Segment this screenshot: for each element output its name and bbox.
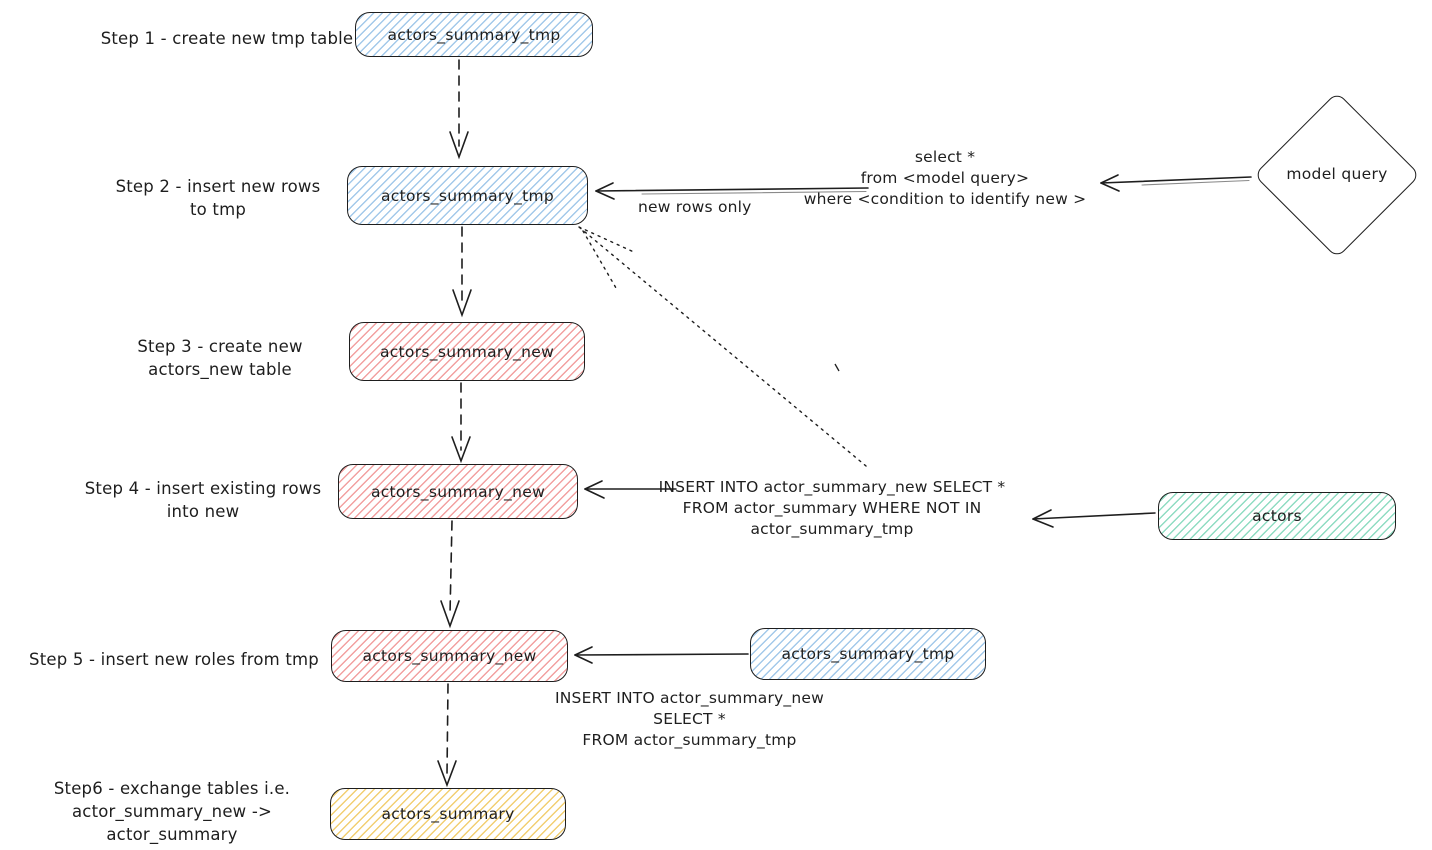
arrow-step4-to-step5 — [449, 520, 453, 615]
step4-table-box: actors_summary_new — [338, 464, 578, 519]
step4-label: Step 4 - insert existing rows into new — [84, 479, 322, 521]
actors-source-box: actors — [1158, 492, 1396, 540]
stray-tick-mark — [834, 363, 840, 372]
dotted-arrow-inserttext-to-step2-box — [578, 226, 867, 467]
step1-table-box: actors_summary_tmp — [355, 12, 593, 57]
model-select-query-text: select * from <model query> where <condi… — [803, 148, 1087, 208]
arrowhead-step4-to-step5 — [440, 600, 460, 629]
arrow-actors-to-inserttext — [1032, 509, 1156, 528]
insert-from-tmp-query-text: INSERT INTO actor_summary_new SELECT * F… — [554, 689, 825, 749]
step1-label: Step 1 - create new tmp table — [100, 29, 354, 48]
arrow-tmpsource-to-step5-box — [574, 646, 749, 664]
step3-label: Step 3 - create new actors_new table — [137, 337, 303, 379]
arrow-step5-to-step6 — [446, 683, 449, 775]
step5-label: Step 5 - insert new roles from tmp — [29, 650, 319, 669]
insert-missing-query-text: INSERT INTO actor_summary_new SELECT * F… — [658, 478, 1006, 538]
arrow-modelquery-to-text — [1100, 174, 1252, 192]
step2-table-box: actors_summary_tmp — [347, 166, 588, 225]
tmp-source-box: actors_summary_tmp — [750, 628, 986, 680]
arrowhead-step3-to-step4 — [451, 436, 471, 464]
step3-table-box: actors_summary_new — [349, 322, 585, 381]
step2-label: Step 2 - insert new rows to tmp — [115, 177, 321, 219]
arrowhead-step5-to-step6 — [437, 760, 457, 788]
new-rows-only-label: new rows only — [638, 198, 752, 216]
arrowhead-step2-to-step3 — [452, 289, 472, 318]
step6-label: Step6 - exchange tables i.e. actor_summa… — [53, 779, 291, 844]
step6-table-box: actors_summary — [330, 788, 566, 840]
step5-table-box: actors_summary_new — [331, 630, 568, 682]
arrowhead-step1-to-step2 — [449, 131, 469, 160]
model-query-label: model query — [1286, 165, 1388, 183]
